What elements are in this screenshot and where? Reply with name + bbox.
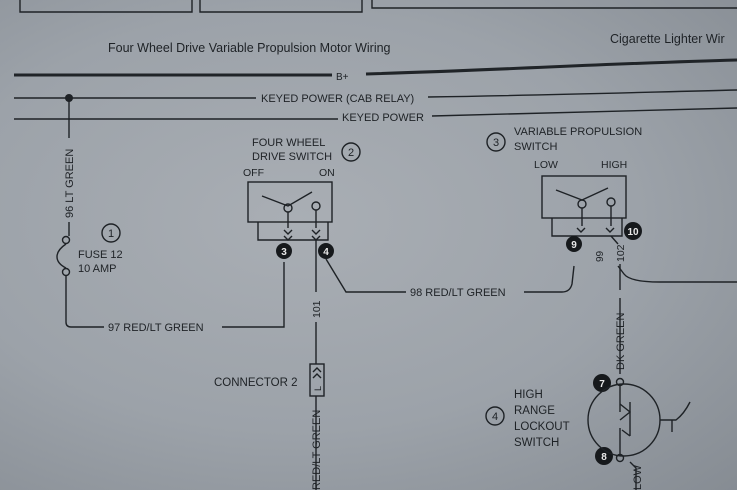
b-plus-rail: B+ (13, 58, 737, 83)
b-plus-label: B+ (336, 72, 349, 83)
fuse-12: 1 FUSE 12 10 AMP (56, 223, 123, 277)
svg-text:7: 7 (599, 379, 605, 390)
four-wheel-drive-switch: FOUR WHEEL DRIVE SWITCH 2 OFF ON 3 4 (243, 137, 361, 259)
wire-low-label: LOW (632, 464, 644, 490)
wire-101-color-label: RED/LT GREEN (311, 410, 323, 490)
svg-text:SWITCH: SWITCH (514, 141, 557, 153)
component-2-marker (341, 142, 361, 162)
switch-high-label: HIGH (601, 159, 627, 171)
high-range-lockout-switch: 4 HIGH RANGE LOCKOUT SWITCH 7 8 LOW (485, 374, 691, 490)
keyed-power-label: KEYED POWER (342, 112, 424, 124)
variable-propulsion-switch: 3 VARIABLE PROPULSION SWITCH LOW HIGH 9 … (486, 126, 642, 252)
svg-text:9: 9 (571, 240, 577, 251)
svg-text:3: 3 (493, 137, 499, 149)
keyed-power-rail: KEYED POWER (14, 107, 737, 124)
svg-text:LOCKOUT: LOCKOUT (514, 421, 570, 433)
connector-2: L CONNECTOR 2 (214, 363, 325, 397)
pin-8 (595, 447, 613, 465)
next-diagram-title: Cigarette Lighter Wir (610, 32, 725, 46)
switch-low-label: LOW (534, 159, 558, 171)
wire-101-label: 101 (311, 300, 323, 318)
diagram-title: Four Wheel Drive Variable Propulsion Mot… (108, 41, 391, 55)
svg-text:SWITCH: SWITCH (514, 437, 559, 449)
component-4-marker (485, 406, 505, 426)
component-3-marker (486, 132, 506, 152)
wire-102-color-label: DK GREEN (615, 312, 627, 370)
svg-text:HIGH: HIGH (514, 389, 543, 401)
pin-9 (566, 236, 582, 252)
switch-off-label: OFF (243, 167, 264, 179)
svg-text:DRIVE SWITCH: DRIVE SWITCH (252, 151, 332, 163)
keyed-power-cab-relay-label: KEYED POWER (CAB RELAY) (261, 93, 414, 105)
pin-4 (318, 243, 334, 259)
component-1-marker (101, 223, 121, 243)
fuse-label: FUSE 12 (78, 249, 123, 261)
svg-text:VARIABLE PROPULSION: VARIABLE PROPULSION (514, 126, 642, 138)
wire-97-label: 97 RED/LT GREEN (108, 322, 204, 334)
pin-10 (624, 222, 642, 240)
svg-text:L: L (313, 386, 323, 391)
top-border-boxes (19, 0, 737, 13)
pin-3 (276, 243, 292, 259)
fuse-rating: 10 AMP (78, 263, 117, 275)
svg-text:1: 1 (108, 228, 114, 240)
switch-on-label: ON (319, 167, 335, 179)
svg-text:4: 4 (492, 411, 498, 423)
keyed-power-cab-relay-rail: KEYED POWER (CAB RELAY) (14, 89, 737, 105)
svg-text:3: 3 (281, 247, 287, 258)
svg-text:4: 4 (323, 247, 329, 258)
pin-7 (593, 374, 611, 392)
wire-96-label: 96 LT GREEN (64, 149, 76, 218)
svg-text:2: 2 (348, 147, 354, 159)
wire-98-label: 98 RED/LT GREEN (410, 287, 506, 299)
svg-text:RANGE: RANGE (514, 405, 555, 417)
wire-99-label: 99 (595, 250, 606, 262)
svg-text:10: 10 (627, 227, 639, 238)
svg-text:FOUR WHEEL: FOUR WHEEL (252, 137, 325, 149)
svg-text:8: 8 (601, 452, 607, 463)
connector-2-label: CONNECTOR 2 (214, 377, 298, 389)
wire-102-label: 102 (615, 244, 627, 262)
